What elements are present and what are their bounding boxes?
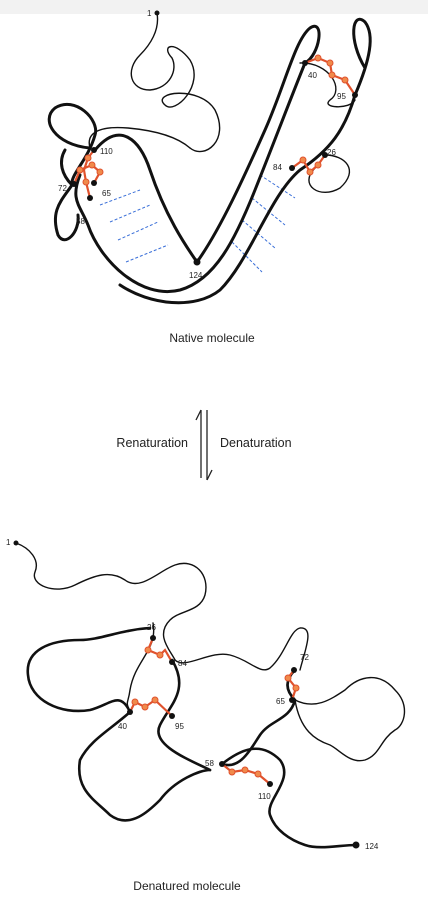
renaturation-label: Renaturation: [116, 436, 188, 450]
native-chain-segment: [300, 63, 355, 107]
label-residue-124: 124: [365, 842, 379, 851]
denatured-disulfides: [130, 638, 299, 784]
reversible-arrow-icon: [196, 410, 212, 480]
label-residue-95: 95: [337, 92, 346, 101]
denatured-chain-thin: [16, 543, 404, 761]
residue-dot-58: [219, 761, 225, 767]
label-residue-84: 84: [273, 163, 282, 172]
label-residue-65: 65: [102, 189, 111, 198]
denatured-chain-segment: [158, 660, 210, 770]
residue-dot-40: [127, 709, 133, 715]
residue-dot-26: [150, 635, 156, 641]
residue-dot-58: [87, 195, 93, 201]
label-residue-110: 110: [100, 147, 113, 156]
label-residue-72: 72: [58, 184, 67, 193]
denatured-chain-segment: [127, 623, 153, 712]
residue-dot-65: [289, 697, 295, 703]
equilibrium-arrows: Renaturation Denaturation: [116, 410, 291, 480]
label-residue-65: 65: [276, 697, 285, 706]
native-chain-segment: [61, 150, 72, 185]
label-residue-110: 110: [258, 792, 271, 801]
denatured-molecule: 1 26 84 72 65 40 95 58 110 124 Denatured…: [6, 538, 404, 893]
residue-dot-65: [91, 180, 97, 186]
hbond-line: [126, 245, 168, 262]
native-chain-segment: [89, 128, 190, 148]
hbond-line: [118, 222, 158, 240]
disulfide-bridge-58-110: [83, 150, 94, 198]
residue-dot-95: [169, 713, 175, 719]
denatured-chain-segment: [28, 628, 150, 712]
denatured-chain-segment: [16, 543, 206, 660]
label-residue-72: 72: [300, 653, 309, 662]
native-chain-segment: [354, 19, 371, 95]
residue-dot-84: [169, 659, 175, 665]
native-chain-segment: [120, 95, 355, 303]
residue-dot-1: [14, 541, 19, 546]
label-residue-58: 58: [76, 217, 85, 226]
label-residue-58: 58: [205, 759, 214, 768]
native-chain-segment: [76, 63, 305, 292]
label-residue-40: 40: [118, 722, 127, 731]
residue-dot-40: [302, 60, 308, 66]
denatured-chain-segment: [222, 749, 356, 847]
native-molecule-caption: Native molecule: [169, 331, 255, 345]
hydrogen-bonds: [100, 175, 295, 272]
residue-dot-110: [267, 781, 273, 787]
label-residue-26: 26: [147, 623, 156, 632]
label-residue-26: 26: [327, 148, 336, 157]
residue-dot-110: [91, 147, 97, 153]
denatured-chain-segment: [295, 678, 404, 761]
label-residue-1: 1: [6, 538, 11, 547]
label-residue-84: 84: [178, 659, 187, 668]
residue-dot-72: [71, 181, 77, 187]
disulfide-bridge-26-84: [145, 638, 172, 662]
denatured-chain-segment: [79, 712, 210, 820]
label-residue-1: 1: [147, 9, 152, 18]
residue-dot-124: [353, 842, 360, 849]
denatured-chain-segment: [175, 628, 308, 670]
disulfide-bridge-58-110: [222, 764, 270, 784]
residue-dot-72: [291, 667, 297, 673]
denaturation-label: Denaturation: [220, 436, 292, 450]
label-residue-95: 95: [175, 722, 184, 731]
residue-dot-124: [194, 259, 201, 266]
hbond-line: [110, 205, 150, 222]
residue-dot-1: [155, 11, 160, 16]
denatured-molecule-caption: Denatured molecule: [133, 879, 241, 893]
label-residue-40: 40: [308, 71, 317, 80]
native-chain-segment: [197, 26, 319, 262]
residue-dot-95: [352, 92, 358, 98]
residue-dot-84: [289, 165, 295, 171]
denatured-residue-labels: 1 26 84 72 65 40 95 58 110 124: [6, 538, 379, 851]
denatured-residue-dots: [14, 541, 360, 849]
native-molecule: 1 40 95 110 72 65 58 84 26 124 Native mo…: [49, 9, 370, 345]
label-residue-124: 124: [189, 271, 203, 280]
